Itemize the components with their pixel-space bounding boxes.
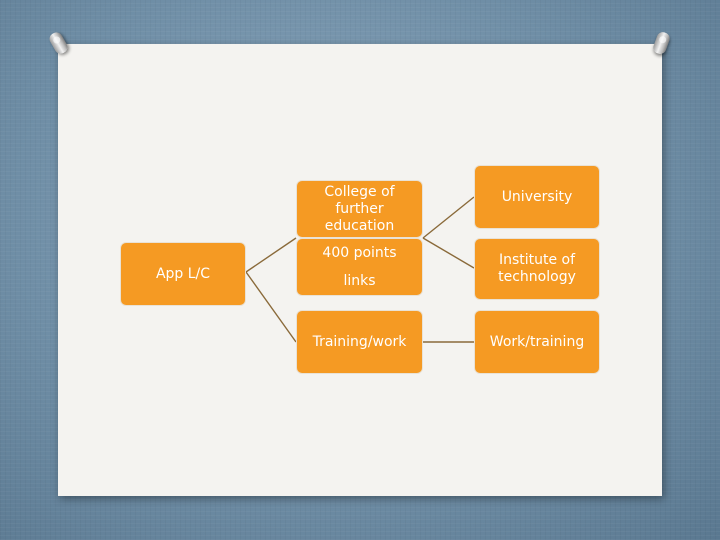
node-training-work-label: Training/work bbox=[312, 333, 407, 350]
node-400-points-label: 400 points bbox=[322, 244, 397, 261]
node-app-lc-label: App L/C bbox=[155, 265, 211, 282]
pushpin-icon bbox=[651, 30, 672, 56]
node-university-label: University bbox=[501, 188, 573, 205]
node-training-work: Training/work bbox=[296, 310, 423, 374]
node-app-lc: App L/C bbox=[120, 242, 246, 306]
node-work-training: Work/training bbox=[474, 310, 600, 374]
node-college-further-education: College of further education bbox=[296, 180, 423, 238]
node-links-label: links bbox=[343, 272, 376, 289]
node-institute-of-technology: Institute of technology bbox=[474, 238, 600, 300]
node-institute-label: Institute of technology bbox=[498, 252, 576, 285]
node-400-points-links: 400 points links bbox=[296, 238, 423, 296]
node-college-label: College of further education bbox=[324, 183, 395, 234]
node-university: University bbox=[474, 165, 600, 229]
node-work-training-label: Work/training bbox=[489, 333, 585, 350]
